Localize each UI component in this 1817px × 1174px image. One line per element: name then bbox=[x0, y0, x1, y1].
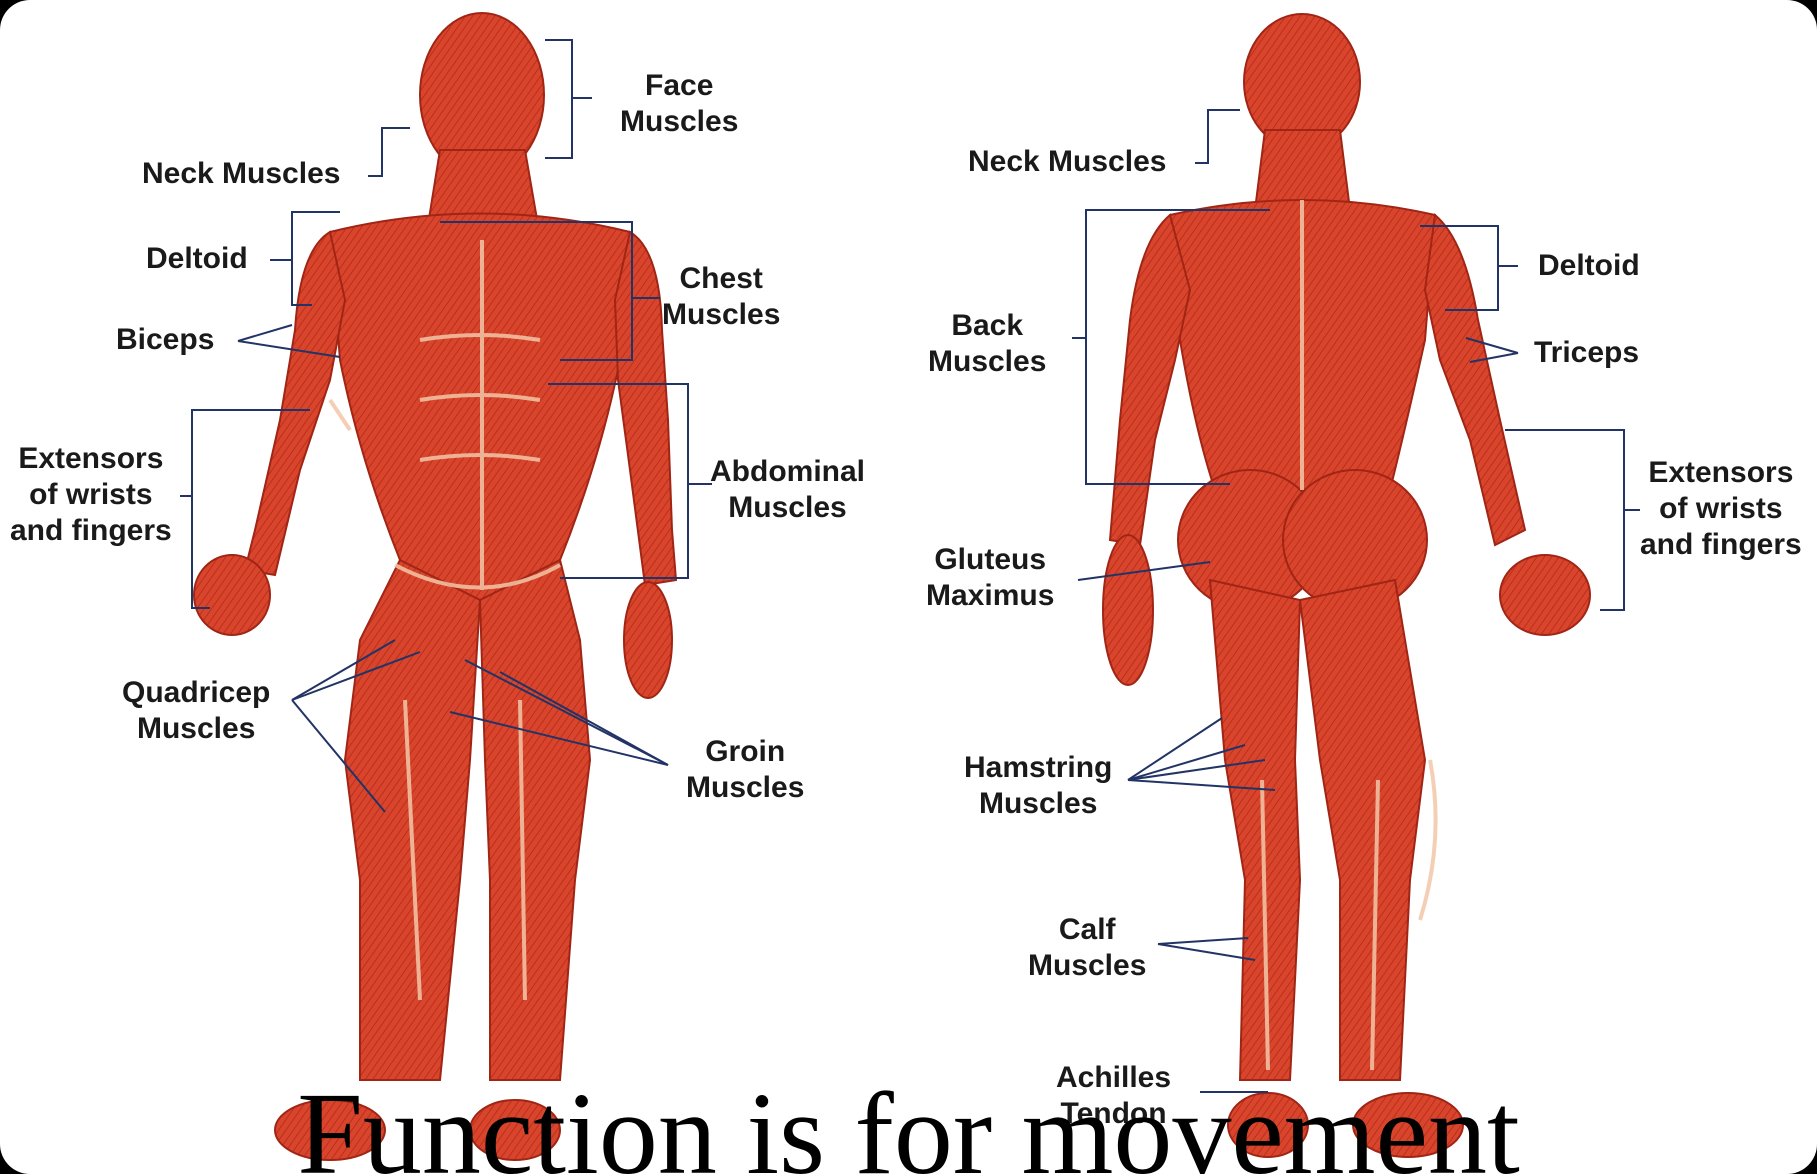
slide-caption: Function is for movement bbox=[0, 1075, 1817, 1174]
back-left-hand bbox=[1103, 535, 1153, 685]
front-right-hand bbox=[624, 582, 672, 698]
neck-bracket bbox=[368, 128, 410, 176]
label-deltoid: Deltoid bbox=[146, 241, 248, 277]
face-bracket bbox=[545, 40, 572, 158]
back-neck-bracket bbox=[1195, 110, 1240, 163]
back-right-arm bbox=[1425, 215, 1525, 545]
back-left-leg bbox=[1210, 580, 1300, 1080]
label-neck-muscles: Neck Muscles bbox=[142, 156, 340, 192]
front-left-hand bbox=[194, 555, 270, 635]
label-biceps: Biceps bbox=[116, 322, 214, 358]
back-neck bbox=[1255, 130, 1350, 210]
back-right-leg bbox=[1300, 580, 1425, 1080]
back-right-hand bbox=[1500, 555, 1590, 635]
back-left-arm bbox=[1110, 215, 1190, 545]
label-back-deltoid: Deltoid bbox=[1538, 248, 1640, 284]
label-triceps: Triceps bbox=[1534, 335, 1639, 371]
back-body-figure bbox=[1103, 14, 1590, 1157]
front-right-leg bbox=[480, 560, 590, 1080]
label-back-neck-muscles: Neck Muscles bbox=[968, 144, 1166, 180]
